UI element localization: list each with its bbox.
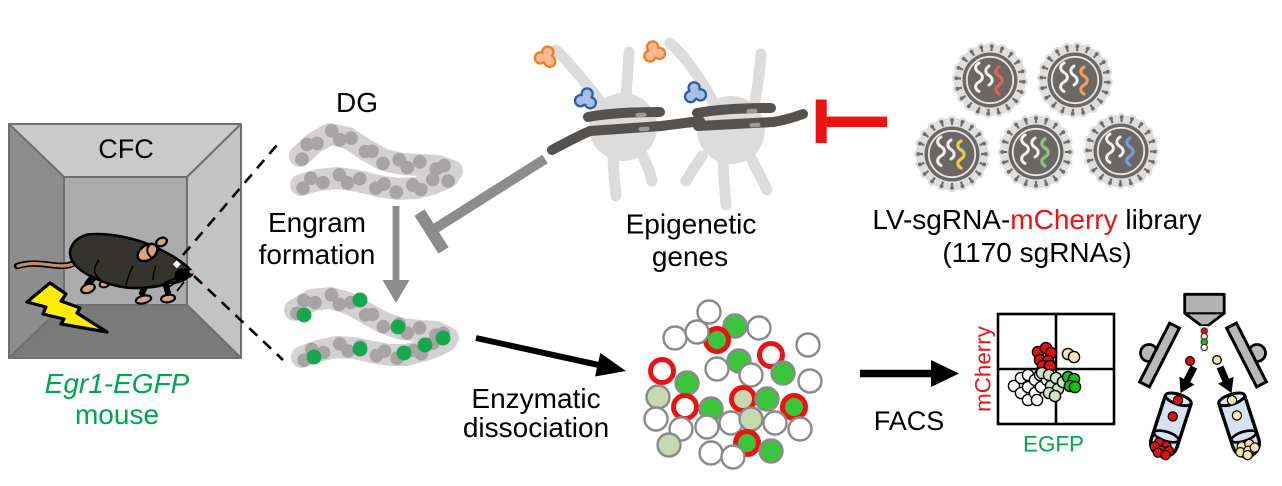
svg-text:Epigenetic: Epigenetic xyxy=(626,209,757,240)
svg-text:CFC: CFC xyxy=(98,134,154,164)
svg-text:LV-sgRNA-mCherry library: LV-sgRNA-mCherry library xyxy=(872,204,1201,235)
svg-text:mCherry: mCherry xyxy=(971,325,996,412)
svg-text:dissociation: dissociation xyxy=(463,412,609,443)
svg-text:Enzymatic: Enzymatic xyxy=(471,383,600,414)
svg-text:formation: formation xyxy=(259,239,376,270)
svg-text:Engram: Engram xyxy=(268,207,366,238)
svg-text:FACS: FACS xyxy=(874,406,945,436)
svg-text:DG: DG xyxy=(336,87,378,118)
svg-text:(1170 sgRNAs): (1170 sgRNAs) xyxy=(942,237,1131,268)
svg-text:genes: genes xyxy=(652,241,728,272)
svg-text:EGFP: EGFP xyxy=(1023,432,1084,457)
svg-text:mouse: mouse xyxy=(75,399,159,430)
svg-text:Egr1-EGFP: Egr1-EGFP xyxy=(45,368,190,399)
